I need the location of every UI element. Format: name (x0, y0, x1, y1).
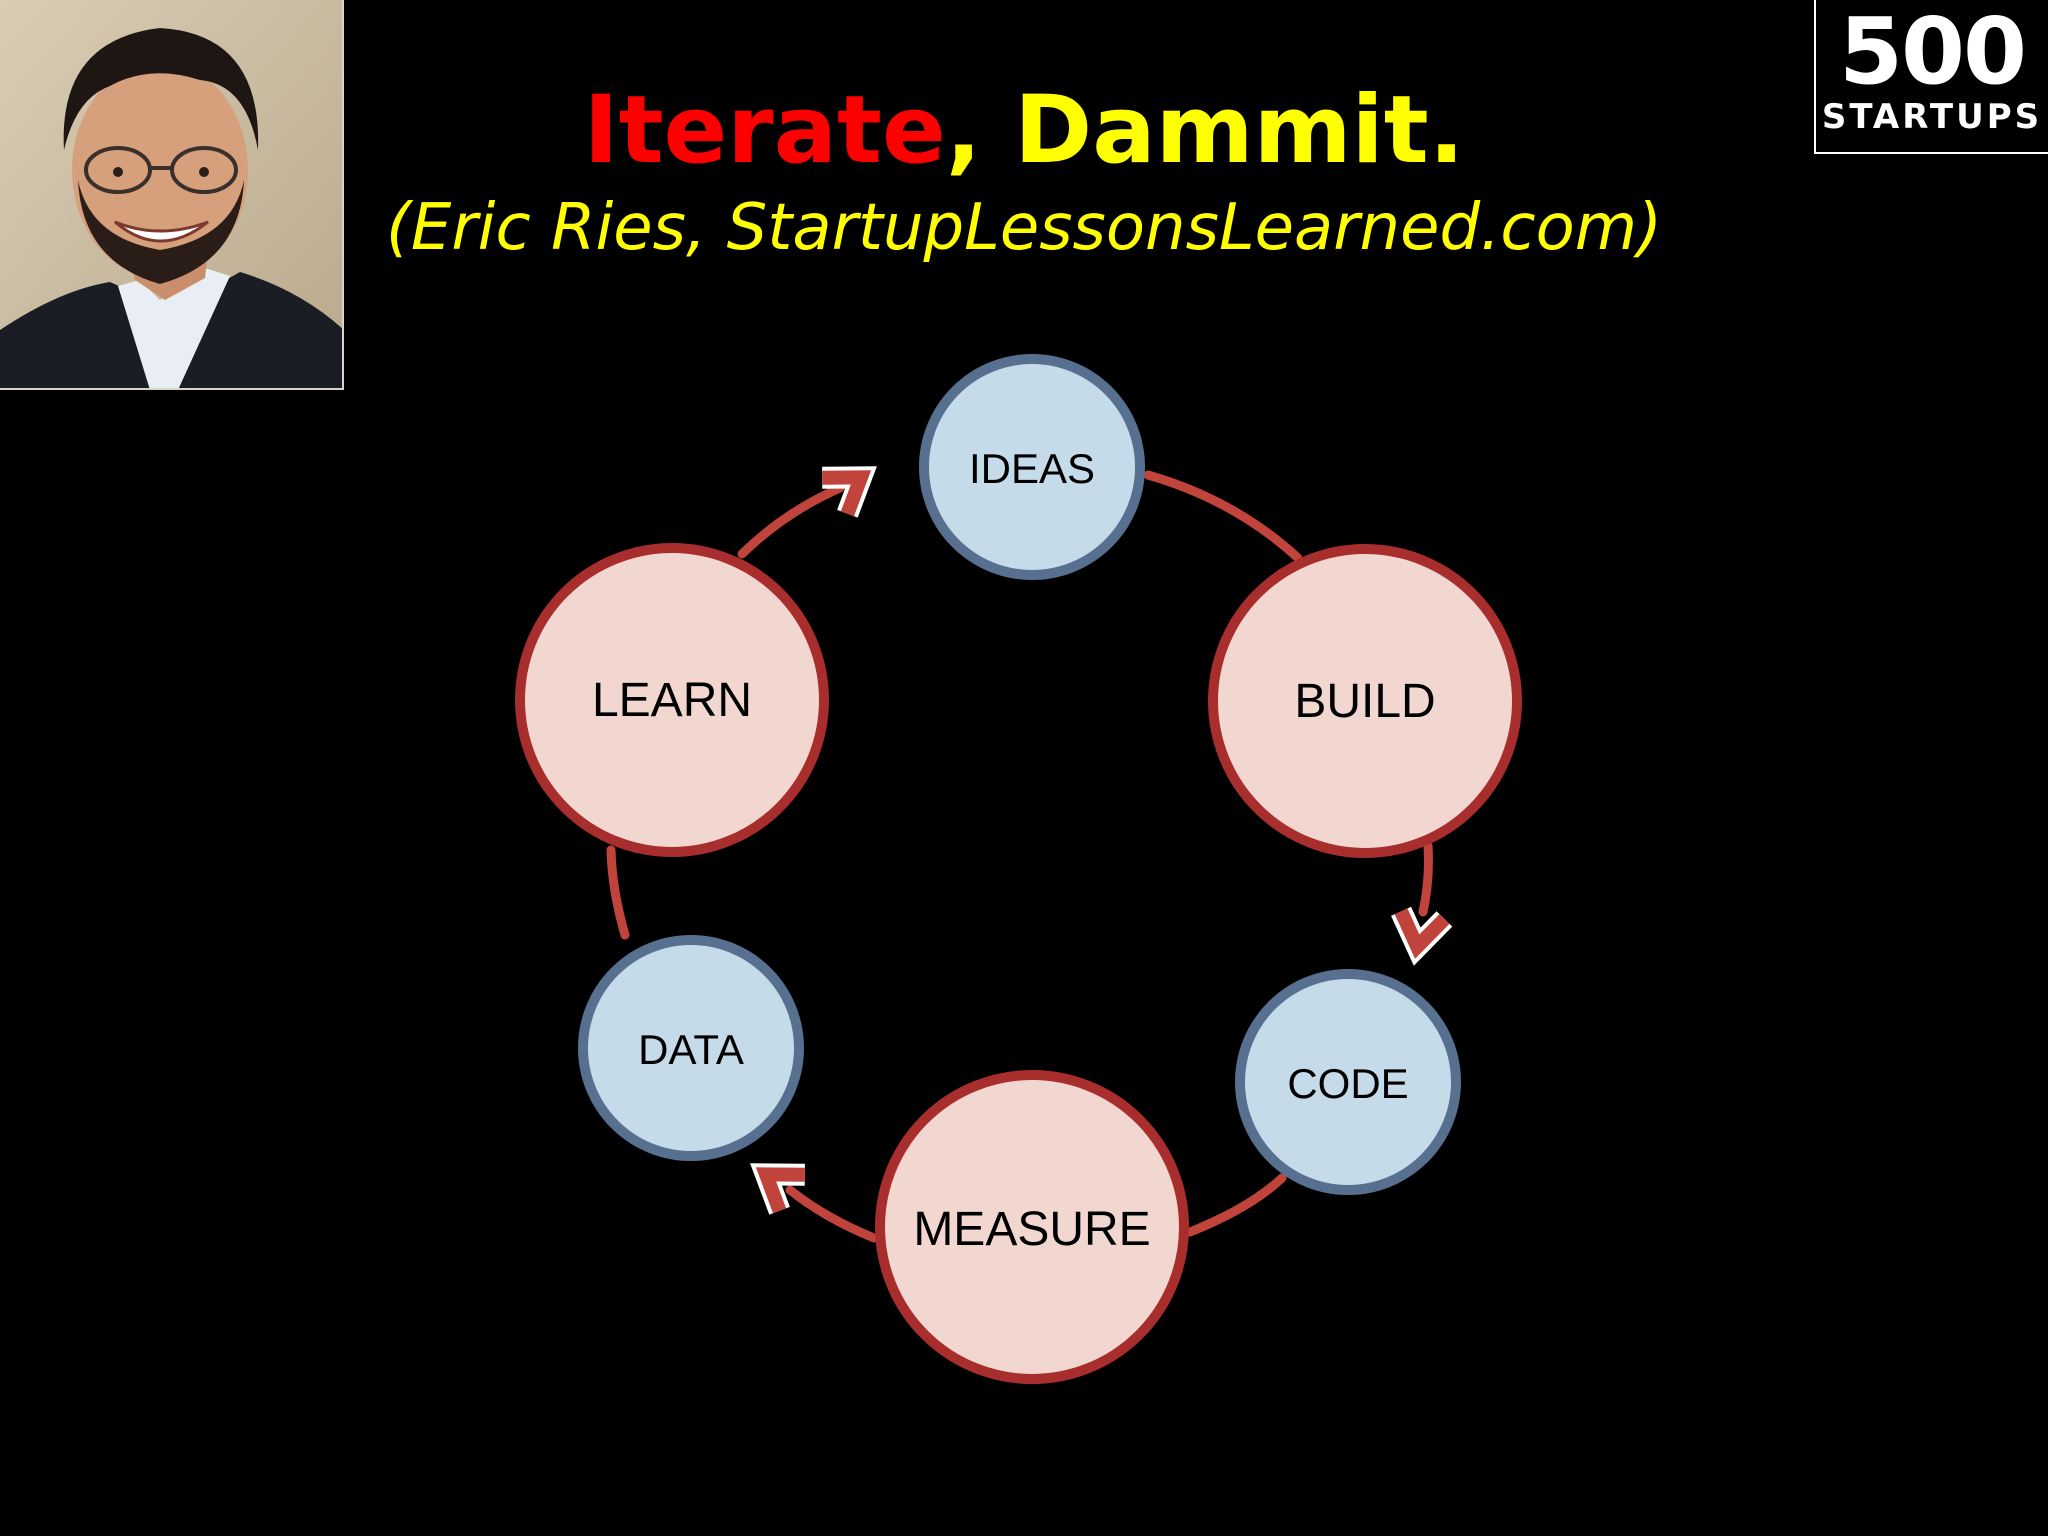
arrowhead-to-data (750, 1163, 805, 1215)
node-learn-label: LEARN (592, 674, 752, 727)
node-learn: LEARN (515, 543, 829, 857)
node-build-label: BUILD (1294, 675, 1435, 728)
arrowhead-to-ideas (822, 466, 877, 518)
node-code-label: CODE (1287, 1060, 1408, 1107)
arc-data-to-learn (606, 845, 630, 940)
arc-learn-to-ideas (737, 483, 845, 559)
node-ideas: IDEAS (919, 354, 1145, 580)
logo-number: 500 (1838, 0, 2027, 105)
node-build: BUILD (1208, 544, 1522, 858)
slide-title: Iterate, Dammit. (344, 76, 1704, 186)
arc-ideas-to-build (1143, 470, 1303, 563)
node-data-label: DATA (638, 1026, 744, 1073)
arc-measure-to-data (785, 1185, 879, 1243)
title-separator: , (945, 76, 982, 185)
title-dammit: Dammit. (981, 76, 1465, 185)
node-measure-label: MEASURE (913, 1203, 1150, 1256)
cycle-arrowheads (750, 466, 1453, 1215)
slide-subtitle: (Eric Ries, StartupLessonsLearned.com) (385, 191, 1663, 265)
arc-code-to-measure (1185, 1173, 1287, 1237)
cycle-arcs (606, 470, 1433, 1243)
arc-build-to-code (1418, 841, 1433, 917)
node-data: DATA (578, 935, 804, 1161)
logo-word: STARTUPS (1821, 97, 2043, 137)
speaker-photo (0, 0, 344, 390)
500-startups-logo: 500 STARTUPS (1814, 0, 2048, 154)
node-measure: MEASURE (875, 1070, 1189, 1384)
node-ideas-label: IDEAS (969, 445, 1095, 492)
arrowhead-to-code (1391, 906, 1453, 966)
node-code: CODE (1235, 969, 1461, 1195)
title-iterate: Iterate (583, 76, 946, 185)
